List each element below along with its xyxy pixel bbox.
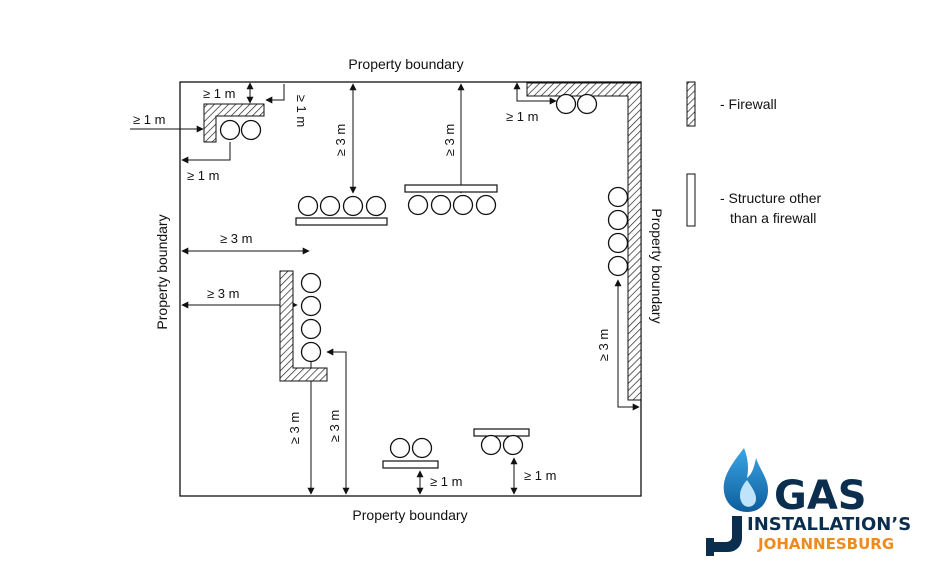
cylinder [342,195,364,217]
cylinder [607,186,629,208]
structure-bottom-right [473,428,530,437]
pipe-valve-icon [706,538,714,556]
cylinder [240,119,262,141]
pipe-icon [712,516,742,552]
cylinder [452,194,474,216]
logo-subtitle: INSTALLATION’S [747,514,911,535]
cylinder [411,437,433,459]
cylinder [300,341,322,363]
dim-label-top-left-right: ≥ 1 m [294,95,309,127]
cylinder [502,434,524,456]
cylinder [555,93,577,115]
dimension-lines [130,82,640,495]
cylinder [480,434,502,456]
cylinder [576,93,598,115]
cylinder [475,194,497,216]
dim-label-top-left-bottom: ≥ 1 m [187,168,219,183]
boundary-label-bottom: Property boundary [352,507,467,523]
cylinder [365,195,387,217]
legend-firewall-label: - Firewall [720,96,777,112]
boundary-label-left: Property boundary [154,214,170,329]
cylinder [319,195,341,217]
dim-label-bottom-right: ≥ 1 m [524,468,556,483]
flame-icon [723,448,768,512]
dim-label-top-left-horizontal: ≥ 1 m [133,112,165,127]
property-boundary [179,81,642,497]
boundary-label-top: Property boundary [348,56,463,72]
cylinder [300,272,322,294]
firewall-left-mid [279,270,328,382]
legend-structure-label-2: than a firewall [730,210,816,226]
cylinder [297,195,319,217]
cylinder [607,209,629,231]
cylinder [300,295,322,317]
dim-label-top-left-vertical: ≥ 1 m [203,86,235,101]
logo-city: JOHANNESBURG [757,535,894,553]
company-logo: GAS INSTALLATION’S JOHANNESBURG [706,448,911,556]
dim-label-left-down-1: ≥ 3 m [287,412,302,444]
firewall-right-l [526,82,642,401]
dim-label-left-down-2: ≥ 3 m [327,410,342,442]
cylinder [607,255,629,277]
legend: - Firewall - Structure other than a fire… [686,81,821,227]
structure-bottom-left [382,460,439,469]
dim-label-bottom-left: ≥ 1 m [430,474,462,489]
logo-title: GAS [774,473,867,519]
dim-label-top-right: ≥ 1 m [506,109,538,124]
cylinder [430,194,452,216]
flame-inner-icon [739,480,757,507]
legend-structure-swatch [686,173,696,227]
structure-top-center-right [404,184,498,193]
cylinder [407,194,429,216]
legend-structure-label-1: - Structure other [720,190,821,206]
firewall-top-left [203,103,265,143]
cylinder [219,119,241,141]
dim-label-left-lower: ≥ 3 m [207,286,239,301]
dim-label-left-upper: ≥ 3 m [220,231,252,246]
boundary-label-right: Property boundary [649,208,665,323]
dim-label-right: ≥ 3 m [596,329,611,361]
structure-top-center-left [295,217,388,226]
cylinder [300,318,322,340]
dim-label-top-center-left: ≥ 3 m [333,124,348,156]
dim-label-top-center-right: ≥ 3 m [442,124,457,156]
cylinder [607,232,629,254]
legend-firewall-swatch [686,81,696,127]
cylinder [389,437,411,459]
